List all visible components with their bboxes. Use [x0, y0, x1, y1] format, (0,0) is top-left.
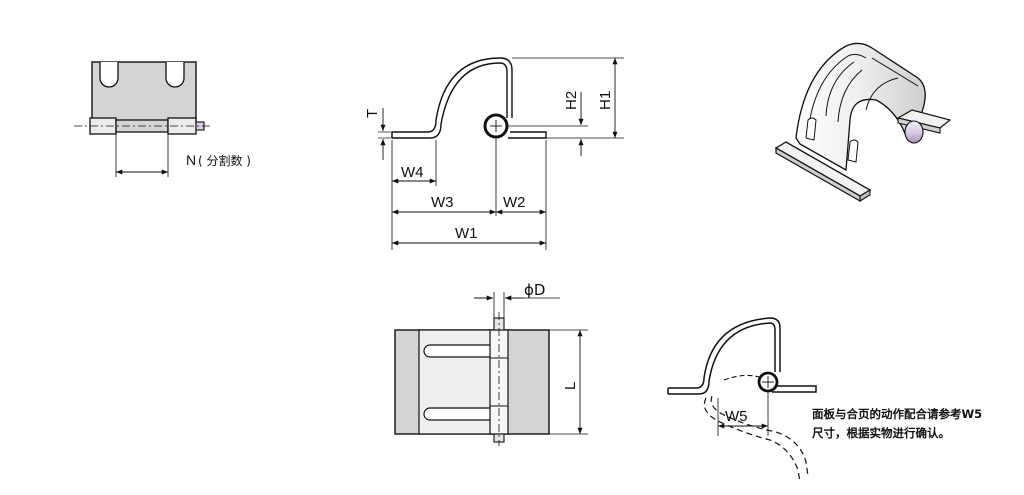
w5-note: 面板与合页的动作配合请参考W5 尺寸，根据实物进行确认。 — [812, 405, 1022, 443]
slot-right — [165, 62, 185, 88]
side-profile-view: T W4 W3 W2 W1 H1 H2 — [364, 57, 624, 250]
label-H2: H2 — [563, 91, 580, 110]
label-H1: H1 — [597, 91, 614, 110]
slot-lower-left — [805, 117, 817, 141]
top-view: ϕD L — [394, 281, 588, 446]
label-N-note: ( 分割数 ) — [198, 153, 251, 168]
label-W4: W4 — [401, 164, 424, 181]
label-L: L — [562, 382, 579, 390]
label-W3: W3 — [431, 194, 454, 211]
body-edge-line — [807, 53, 867, 133]
w5-operation-view: W5 — [667, 317, 817, 483]
slot-lower-right — [847, 139, 859, 163]
profile-outer — [392, 57, 513, 133]
label-T: T — [364, 109, 381, 118]
slot-left — [99, 62, 119, 88]
rotated-profile-outer — [703, 397, 801, 483]
profile-outer — [668, 317, 781, 389]
label-W1: W1 — [455, 225, 478, 242]
pin — [904, 120, 924, 144]
w5-note-line1: 面板与合页的动作配合请参考W5 — [812, 407, 983, 421]
slot-line — [865, 77, 899, 111]
leaf-right — [772, 385, 817, 393]
label-W5: W5 — [725, 408, 748, 425]
profile-inner — [392, 62, 508, 139]
body-edge-line — [871, 57, 919, 87]
slot-bottom — [423, 407, 496, 421]
isometric-view — [774, 42, 952, 203]
w5-note-line2: 尺寸，根据实物进行确认。 — [812, 426, 950, 440]
leaf-right — [508, 131, 547, 139]
profile-inner — [668, 322, 776, 395]
slot-top — [423, 344, 496, 358]
slot-line — [825, 61, 855, 117]
label-D: ϕD — [524, 281, 545, 299]
label-N: N — [186, 152, 196, 168]
front-view-small: N ( 分割数 ) — [74, 61, 251, 177]
base-plate-edge — [859, 189, 871, 202]
curved-body — [795, 42, 926, 172]
label-W2: W2 — [503, 194, 526, 211]
rotated-leaf — [723, 374, 763, 381]
slot-line — [837, 69, 863, 123]
